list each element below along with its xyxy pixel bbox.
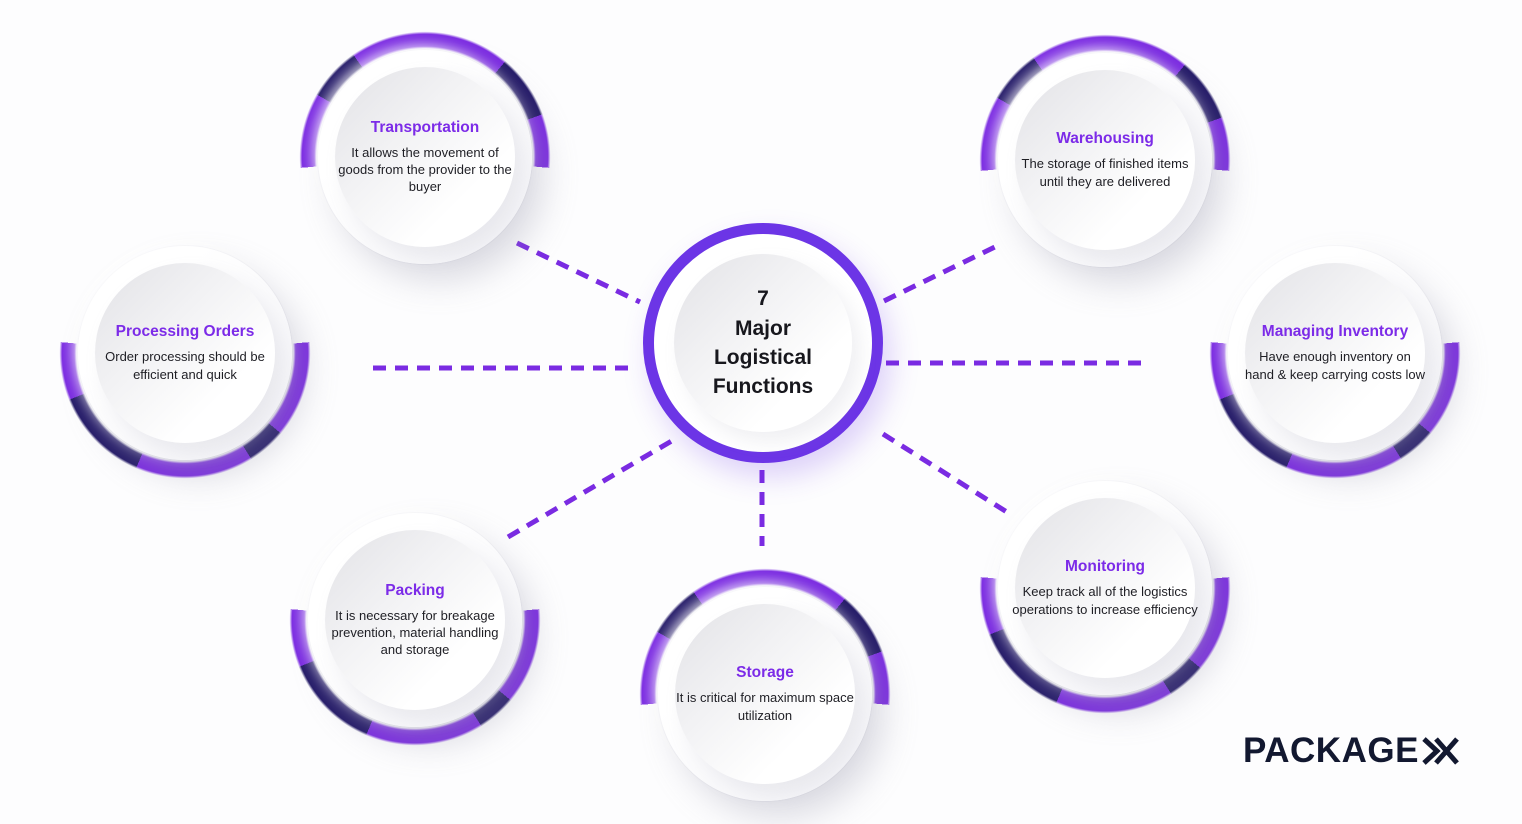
- center-title-line: Functions: [712, 375, 814, 399]
- node-description: Order processing should be efficient and…: [105, 349, 265, 382]
- node-title: Processing Orders: [115, 323, 255, 341]
- logo-wordmark: PACKAGE: [1243, 731, 1419, 770]
- node-title: Storage: [736, 664, 794, 682]
- circle-inner: Processing Orders Order processing shoul…: [95, 263, 275, 443]
- node-description: The storage of finished items until they…: [1021, 156, 1189, 189]
- node-description: Have enough inventory on hand & keep car…: [1245, 349, 1425, 382]
- center-title-line: 7: [757, 287, 769, 311]
- packagex-logo: PACKAGE: [1243, 731, 1461, 771]
- center-inner-circle: 7 Major Logistical Functions: [674, 254, 852, 432]
- node-title: Transportation: [370, 118, 480, 136]
- circle-inner: Warehousing The storage of finished item…: [1015, 70, 1195, 250]
- center-title-line: Major: [734, 316, 791, 340]
- connector-monitoring: [881, 431, 1012, 517]
- connector-packing: [506, 436, 677, 540]
- node-title: Warehousing: [1056, 130, 1154, 148]
- circle-inner: Monitoring Keep track all of the logisti…: [1012, 498, 1198, 678]
- node-description: Keep track all of the logistics operatio…: [1012, 584, 1198, 617]
- node-title: Monitoring: [1064, 558, 1146, 576]
- circle-inner: Storage It is critical for maximum space…: [675, 604, 855, 784]
- node-managing-inventory: Managing Inventory Have enough inventory…: [1207, 225, 1463, 481]
- node-monitoring: Monitoring Keep track all of the logisti…: [977, 460, 1233, 716]
- node-description: It allows the movement of goods from the…: [338, 144, 512, 195]
- center-title-line: Logistical: [713, 346, 812, 369]
- node-title: Managing Inventory: [1261, 323, 1409, 341]
- center-title: 7 Major Logistical Functions: [713, 284, 813, 402]
- node-title: Packing: [385, 581, 445, 599]
- circle-inner: Managing Inventory Have enough inventory…: [1245, 263, 1425, 443]
- node-warehousing: Warehousing The storage of finished item…: [977, 32, 1233, 288]
- node-description: It is critical for maximum space utiliza…: [676, 690, 854, 723]
- circle-inner: Transportation It allows the movement of…: [335, 67, 515, 247]
- node-packing: Packing It is necessary for breakage pre…: [287, 492, 543, 748]
- circle-inner: Packing It is necessary for breakage pre…: [325, 530, 505, 710]
- node-description: It is necessary for breakage prevention,…: [331, 607, 499, 658]
- logo-x-icon: [1422, 737, 1459, 765]
- connector-transportation: [515, 240, 642, 305]
- node-storage: Storage It is critical for maximum space…: [637, 566, 893, 822]
- node-transportation: Transportation It allows the movement of…: [297, 29, 553, 285]
- center-hub: 7 Major Logistical Functions: [643, 223, 883, 463]
- node-processing-orders: Processing Orders Order processing shoul…: [57, 225, 313, 481]
